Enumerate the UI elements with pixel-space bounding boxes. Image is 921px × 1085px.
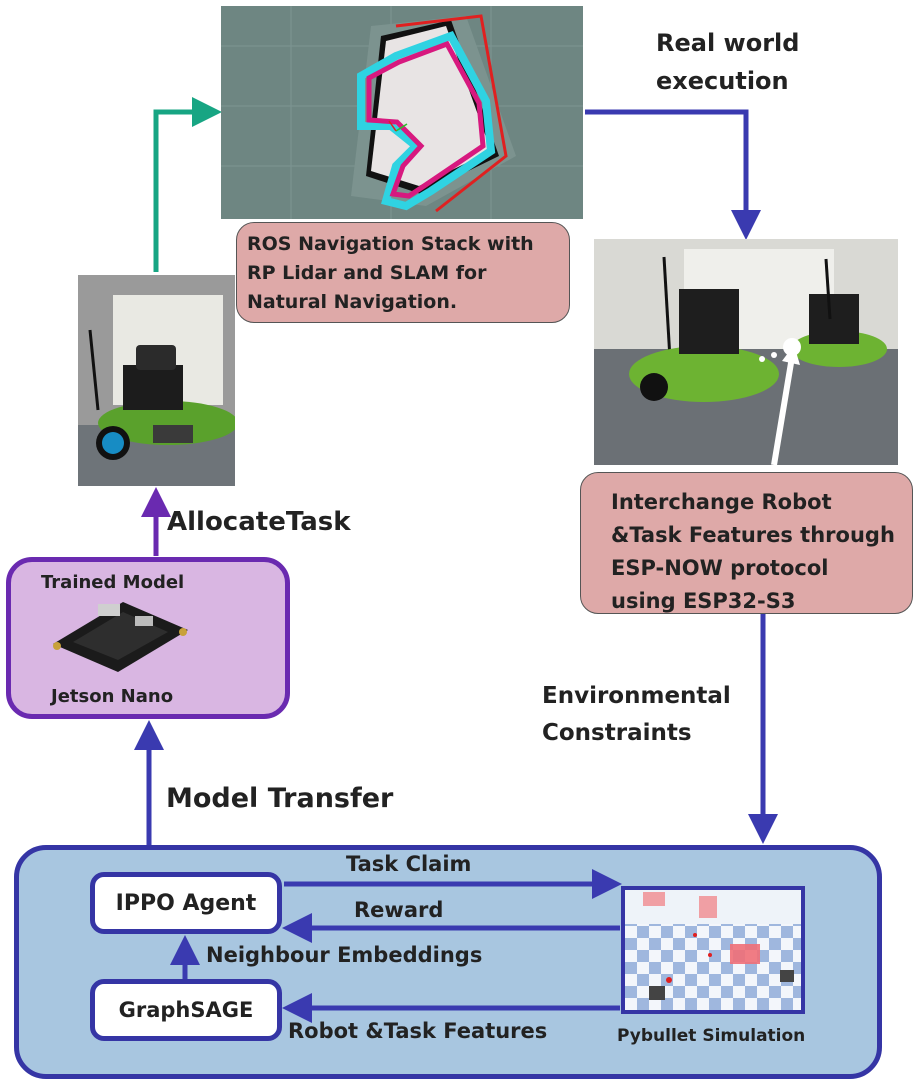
slam-map-drawing: [221, 6, 583, 219]
pybullet-simulation-image: [621, 886, 805, 1014]
robot-task-features-label: Robot &Task Features: [288, 1019, 548, 1043]
map-caption-box: ROS Navigation Stack with RP Lidar and S…: [236, 222, 570, 323]
real-world-execution-label: Real world execution: [656, 29, 800, 95]
jetson-board-icon: [53, 602, 188, 672]
trained-model-label: Trained Model: [41, 572, 185, 593]
ippo-agent-box: IPPO Agent: [90, 872, 282, 934]
espnow-caption-box: Interchange Robot &Task Features through…: [580, 472, 913, 614]
environmental-constraints-label: Environmental Constraints: [542, 683, 731, 746]
allocate-task-label: AllocateTask: [167, 507, 351, 537]
jetson-nano-label: Jetson Nano: [51, 686, 174, 707]
pybullet-checkerboard: [625, 890, 801, 1010]
espnow-caption-text: Interchange Robot &Task Features through…: [611, 490, 895, 613]
real-world-robots-drawing: [594, 239, 898, 465]
arrow-map-to-real-world: [585, 109, 761, 240]
neighbour-embeddings-label: Neighbour Embeddings: [206, 943, 483, 967]
map-caption-text: ROS Navigation Stack with RP Lidar and S…: [247, 233, 534, 313]
jetson-nano-box: Trained Model Jetson Nano: [6, 557, 290, 719]
task-claim-label: Task Claim: [346, 852, 472, 876]
graphsage-box: GraphSAGE: [90, 979, 282, 1041]
robot-photo: [78, 275, 235, 486]
slam-map-image: [221, 6, 583, 219]
arrow-robot-to-map: [153, 97, 222, 272]
reward-label: Reward: [354, 898, 444, 922]
model-transfer-label: Model Transfer: [166, 783, 394, 814]
pybullet-simulation-label: Pybullet Simulation: [617, 1026, 806, 1046]
ippo-agent-label: IPPO Agent: [115, 890, 257, 916]
robot-photo-drawing: [78, 275, 235, 486]
graphsage-label: GraphSAGE: [118, 998, 254, 1022]
real-world-robots-photo: [594, 239, 898, 465]
